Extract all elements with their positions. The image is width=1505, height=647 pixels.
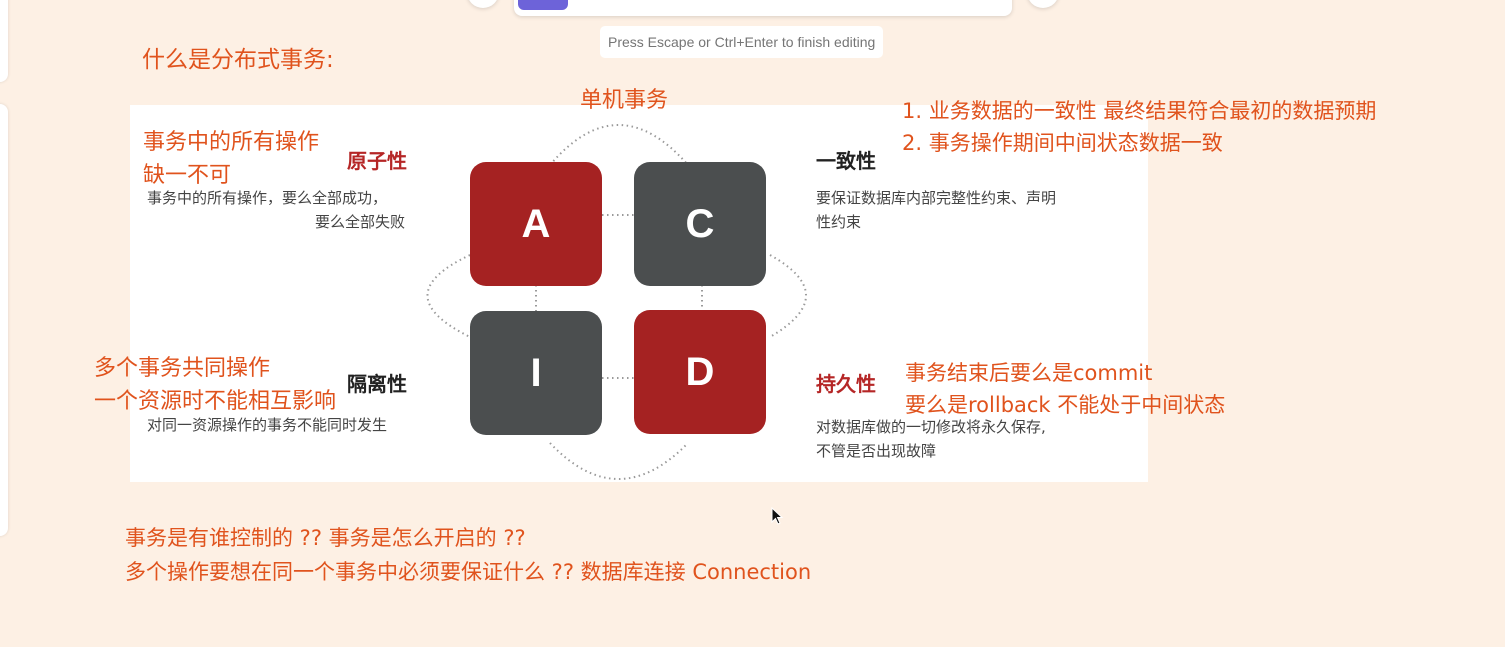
consistency-desc-1: 要保证数据库内部完整性约束、声明 [816,189,1057,207]
consistency-point-2: 2. 事务操作期间中间状态数据一致 [902,131,1223,155]
atomicity-title: 原子性 [347,149,407,173]
toolbar-left-button[interactable] [467,0,499,8]
durability-note-1: 事务结束后要么是commit [905,361,1153,385]
isolation-note-1: 多个事务共同操作 [94,356,271,381]
durability-note-2: 要么是rollback 不能处于中间状态 [905,393,1226,417]
isolation-title: 隔离性 [347,372,407,396]
atomicity-note-2: 缺一不可 [143,163,232,188]
tile-a: A [470,162,602,286]
toolbar-right-button[interactable] [1027,0,1059,8]
isolation-desc: 对同一资源操作的事务不能同时发生 [147,416,388,434]
isolation-note-2: 一个资源时不能相互影响 [94,389,337,414]
tile-i: I [470,311,602,435]
tile-d: D [634,310,766,434]
editing-hint: Press Escape or Ctrl+Enter to finish edi… [600,26,884,58]
questions-line-2: 多个操作要想在同一个事务中必须要保证什么 ?? 数据库连接 Connection [125,560,812,584]
durability-desc-2: 不管是否出现故障 [816,442,937,460]
atomicity-note-1: 事务中的所有操作 [143,130,320,155]
atomicity-desc-1: 事务中的所有操作，要么全部成功， [147,189,388,207]
consistency-point-1: 1. 业务数据的一致性 最终结果符合最初的数据预期 [902,99,1377,123]
dotted-connectors [426,124,807,480]
single-tx-note: 单机事务 [580,88,669,113]
mouse-cursor-icon [771,507,784,525]
editing-toolbar [514,0,1012,16]
questions-line-1: 事务是有谁控制的 ?? 事务是怎么开启的 ?? [125,526,526,550]
consistency-desc-2: 性约束 [816,213,862,231]
durability-title: 持久性 [816,372,876,396]
durability-desc-1: 对数据库做的一切修改将永久保存, [816,418,1046,436]
side-panel [0,104,8,536]
heading-note: 什么是分布式事务: [142,47,334,73]
side-panel-top [0,0,8,82]
acid-slide: A C I D 原子性 事务中的所有操作，要么全部成功， 要么全部失败 一致性 … [130,105,1148,482]
tile-c: C [634,162,766,286]
atomicity-desc-2: 要么全部失败 [315,213,406,231]
consistency-title: 一致性 [816,149,876,173]
color-swatch[interactable] [518,0,568,10]
